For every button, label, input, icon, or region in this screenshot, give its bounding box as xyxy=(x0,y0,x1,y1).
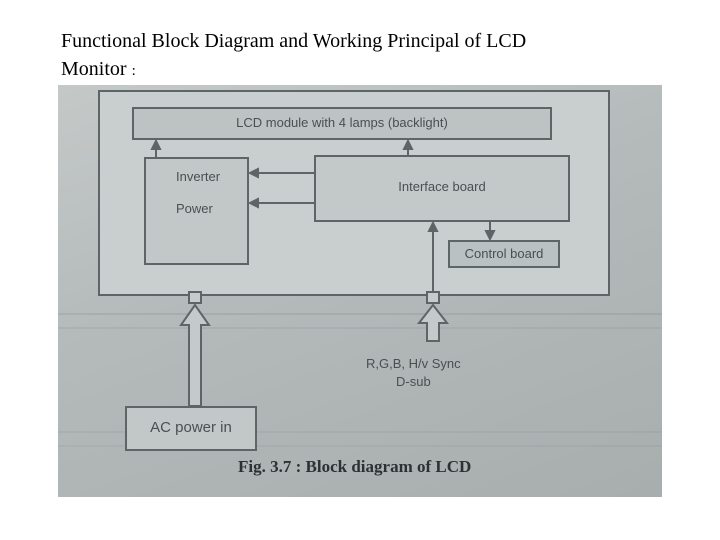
arrowhead xyxy=(402,138,414,150)
power-port xyxy=(188,291,202,304)
power-label: Power xyxy=(176,201,213,216)
page-heading: Functional Block Diagram and Working Pri… xyxy=(61,27,661,85)
arrowhead xyxy=(247,197,259,209)
signal-line-1: R,G,B, H/v Sync xyxy=(366,356,461,371)
connector-lines xyxy=(150,138,496,407)
signal-hollow-arrow xyxy=(416,303,450,342)
heading-line-1: Functional Block Diagram and Working Pri… xyxy=(61,30,527,52)
dsub-port xyxy=(426,291,440,304)
heading-line-2: Monitor xyxy=(61,58,127,80)
heading-colon: : xyxy=(131,63,136,79)
signal-line-2: D-sub xyxy=(396,374,431,389)
lcd-module-label: LCD module with 4 lamps (backlight) xyxy=(236,115,448,130)
bleed-through-line xyxy=(58,327,662,329)
figure-caption: Fig. 3.7 : Block diagram of LCD xyxy=(238,457,558,477)
ac-power-label: AC power in xyxy=(150,419,232,436)
lcd-module-block: LCD module with 4 lamps (backlight) xyxy=(132,107,552,140)
bleed-through-line xyxy=(58,445,662,447)
inverter-label: Inverter xyxy=(176,169,221,184)
arrowhead xyxy=(247,167,259,179)
arrowhead xyxy=(150,138,162,150)
signal-input-label: R,G,B, H/v Sync D-sub xyxy=(366,355,506,391)
interface-board-label: Interface board xyxy=(398,179,486,194)
control-board-block: Control board xyxy=(448,240,560,268)
ac-power-hollow-arrow xyxy=(179,303,211,407)
interface-board-block: Interface board xyxy=(314,155,570,222)
arrowhead xyxy=(484,230,496,242)
arrowhead xyxy=(427,220,439,232)
caption-text: Block diagram of LCD xyxy=(305,457,472,476)
bleed-through-line xyxy=(58,313,662,315)
diagram-photo: LCD module with 4 lamps (backlight) Inve… xyxy=(58,85,662,497)
inverter-power-block: Inverter Power xyxy=(144,157,249,265)
ac-power-block: AC power in xyxy=(125,406,257,451)
control-board-label: Control board xyxy=(464,246,544,261)
bleed-through-line xyxy=(58,431,662,433)
caption-prefix: Fig. 3.7 : xyxy=(238,457,302,476)
